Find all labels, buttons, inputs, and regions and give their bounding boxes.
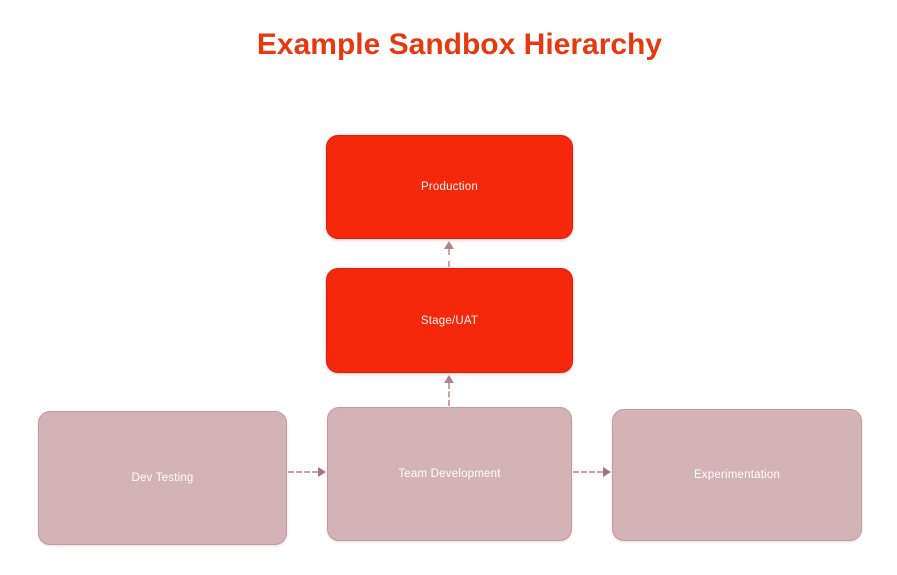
node-stage-uat-label: Stage/UAT	[420, 314, 479, 327]
arrow-stage-to-production	[444, 241, 454, 267]
dashed-connector-line	[448, 249, 450, 267]
node-team-development-label: Team Development	[398, 468, 501, 480]
node-dev-testing-label: Dev Testing	[131, 472, 194, 484]
arrow-right-icon	[318, 467, 326, 477]
node-experimentation: Experimentation	[612, 409, 862, 541]
arrow-up-icon	[444, 375, 454, 383]
node-team-development: Team Development	[327, 407, 572, 541]
dashed-connector-line	[448, 383, 450, 406]
node-experimentation-label: Experimentation	[693, 469, 781, 481]
page-title: Example Sandbox Hierarchy	[256, 28, 663, 61]
node-stage-uat: Stage/UAT	[326, 268, 573, 373]
node-dev-testing: Dev Testing	[38, 411, 287, 545]
dashed-connector-line	[288, 471, 318, 473]
node-production-label: Production	[421, 181, 478, 193]
arrow-dev-to-team	[288, 467, 326, 477]
arrow-team-to-exp	[573, 467, 611, 477]
arrow-team-to-stage	[444, 375, 454, 406]
dashed-connector-line	[573, 471, 603, 473]
node-production: Production	[326, 135, 573, 239]
arrow-right-icon	[603, 467, 611, 477]
arrow-up-icon	[444, 241, 454, 249]
